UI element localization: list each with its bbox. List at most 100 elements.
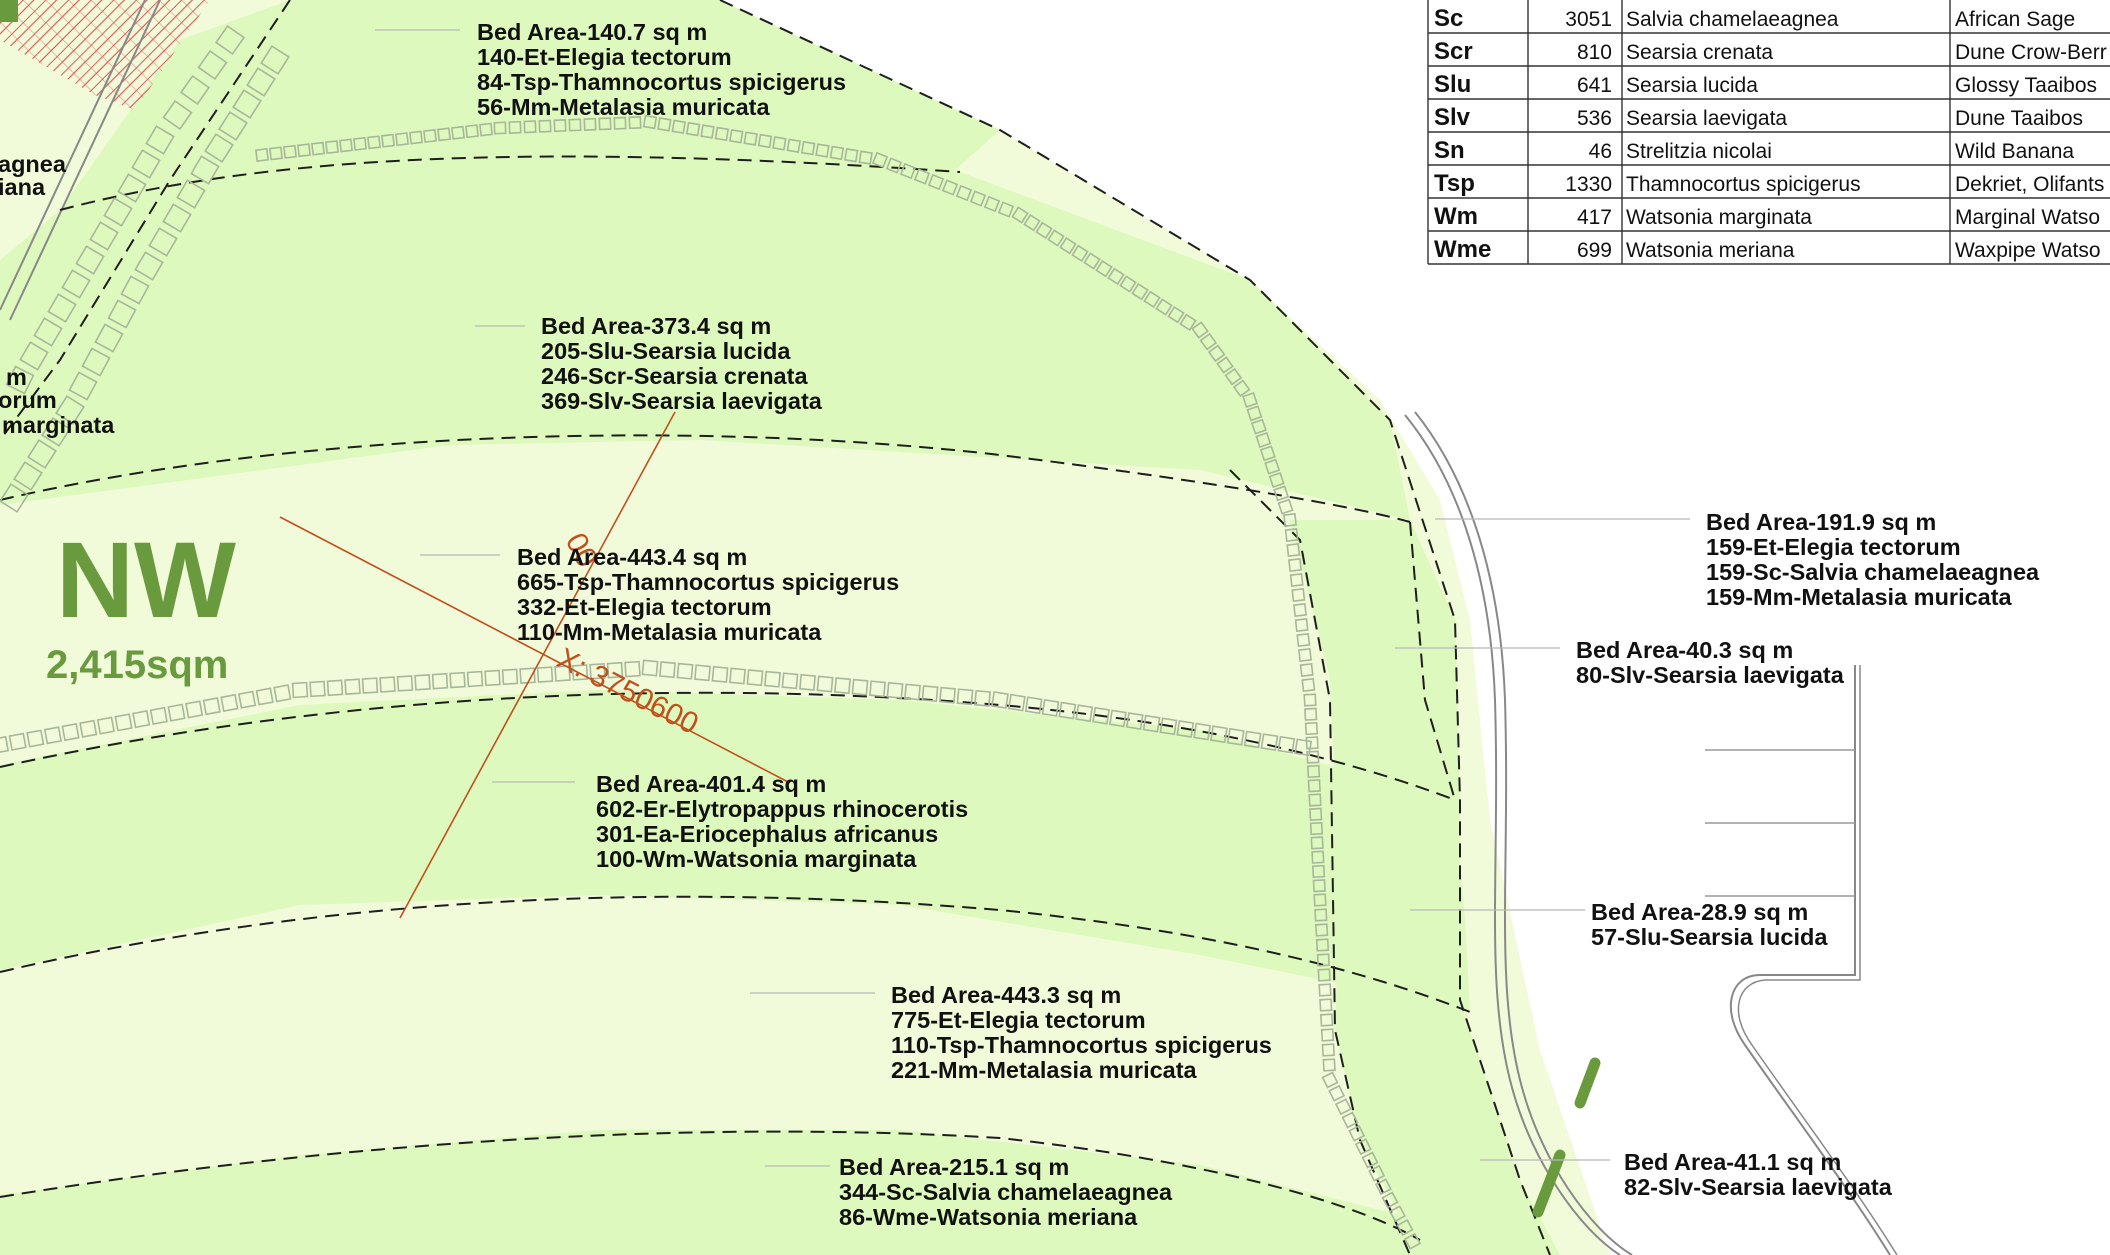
paving-stone <box>311 141 325 156</box>
table-cell-botanical: Watsonia marginata <box>1626 206 1812 229</box>
paving-stone <box>395 132 409 147</box>
table-cell-qty: 641 <box>1577 74 1612 97</box>
paving-stone <box>641 659 659 677</box>
bed-plant: 82-Slv-Searsia laevigata <box>1624 1174 1893 1200</box>
paving-stone <box>1313 893 1327 907</box>
paving-stone <box>1311 850 1325 864</box>
paving-stone <box>1403 1232 1422 1250</box>
hatched-overlay <box>0 0 210 110</box>
bed-area: Bed Area-191.9 sq m <box>1706 509 1936 535</box>
table-row: Sn 46 Strelitzia nicolai Wild Banana <box>1434 137 2074 164</box>
paving-stone <box>1304 707 1318 721</box>
paving-stone <box>1255 432 1272 448</box>
paving-stone <box>729 667 746 685</box>
paving-stone <box>1361 1151 1379 1169</box>
paving-stone <box>1226 727 1245 746</box>
paving-stone <box>1320 1028 1335 1042</box>
paving-stone <box>409 130 423 145</box>
table-cell-common: Wild Banana <box>1955 140 2074 163</box>
paving-stone <box>1035 221 1053 240</box>
paving-stone <box>68 371 98 401</box>
paving-stone <box>260 45 290 75</box>
bed-plant: 205-Slu-Searsia lucida <box>541 338 791 364</box>
paving-stone <box>746 669 764 687</box>
paving-stone <box>309 680 326 698</box>
paving-stone <box>1310 836 1324 850</box>
paving-stone <box>955 184 973 202</box>
paving-stone <box>1304 721 1319 736</box>
paving-stone <box>367 135 381 150</box>
paving-stone <box>255 687 274 706</box>
paving-stone <box>1314 908 1328 922</box>
paving-stone <box>899 162 917 180</box>
table-cell-code: Scr <box>1434 38 1473 65</box>
plant-schedule-table: Sc 3051 Salvia chamelaeagnea African Sag… <box>1427 0 2110 265</box>
paving-stone <box>1071 244 1089 263</box>
paving-stone <box>1284 528 1299 542</box>
bed-plant: 110-Tsp-Thamnocortus spicigerus <box>891 1032 1272 1058</box>
paving-stone <box>149 706 168 725</box>
paving-stone <box>1315 938 1330 952</box>
bed-plant: 332-Et-Elegia tectorum <box>517 594 772 620</box>
bed-plant: 100-Wm-Watsonia marginata <box>596 846 917 872</box>
table-row: Slv 536 Searsia laevigata Dune Taaibos <box>1434 104 2083 131</box>
paving-stone <box>1167 305 1185 324</box>
paving-stone <box>1348 1124 1366 1142</box>
paving-stone <box>246 67 276 97</box>
paving-stone <box>1155 298 1173 316</box>
paving-stone <box>834 677 851 695</box>
zone-code: NW <box>56 519 236 640</box>
paving-stone <box>1306 750 1320 764</box>
paving-stone <box>61 722 80 742</box>
paving-stone <box>117 173 147 203</box>
table-row: Wm 417 Watsonia marginata Marginal Watso <box>1434 203 2100 230</box>
paving-stone <box>1301 678 1316 692</box>
stepping-path <box>0 24 1422 1250</box>
road-edge-left-2 <box>9 0 161 321</box>
paving-stone <box>1299 663 1314 677</box>
paving-stone <box>816 675 834 693</box>
paving-stone <box>1207 344 1226 363</box>
paving-stone <box>94 323 124 353</box>
paving-stone <box>523 120 537 134</box>
paving-stone <box>815 143 830 158</box>
paving-stone <box>1294 618 1309 632</box>
paving-stone <box>568 118 582 132</box>
bed-plant: 775-Et-Elegia tectorum <box>891 1007 1146 1033</box>
paving-stone <box>1317 968 1331 982</box>
bed-plant: 140-Et-Elegia tectorum <box>477 44 732 70</box>
paving-stone <box>1283 513 1297 527</box>
paving-stone <box>1341 1111 1359 1129</box>
paving-stone <box>361 677 379 694</box>
bed-label-443-3: Bed Area-443.3 sq m 775-Et-Elegia tector… <box>891 982 1272 1083</box>
paving-stone <box>781 672 799 690</box>
paving-stone <box>642 114 658 130</box>
table-cell-code: Sn <box>1434 137 1465 164</box>
paving-stone <box>145 125 175 155</box>
bed-plant: 369-Slv-Searsia laevigata <box>541 388 823 414</box>
paving-stone <box>969 190 987 207</box>
paving-stone <box>79 719 98 738</box>
paving-stone <box>757 133 773 149</box>
paving-stone <box>1288 558 1302 572</box>
bed-label-373-4: Bed Area-373.4 sq m 205-Slu-Searsia luci… <box>541 313 823 414</box>
table-cell-code: Sc <box>1434 5 1463 32</box>
paving-stone <box>291 681 309 699</box>
bed-plant: 665-Tsp-Thamnocortus spicigerus <box>517 569 899 595</box>
paving-stone <box>598 117 612 131</box>
paving-stone <box>353 136 367 151</box>
paving-stone <box>1322 1058 1336 1072</box>
paving-stone <box>1319 998 1333 1012</box>
paving-stone <box>1321 1071 1339 1089</box>
bed-area: Bed Area-215.1 sq m <box>839 1154 1069 1180</box>
paving-stone <box>1199 332 1218 351</box>
bed-plant: 80-Slv-Searsia laevigata <box>1576 662 1845 688</box>
paving-stone <box>536 666 554 683</box>
paving-stone <box>1388 1205 1407 1223</box>
paving-stone <box>1328 1084 1346 1102</box>
paving-stone <box>851 678 869 696</box>
paving-stone <box>904 683 921 701</box>
paving-stone <box>1131 282 1149 301</box>
table-cell-qty: 3051 <box>1565 8 1612 31</box>
paving-stone <box>1250 418 1267 435</box>
